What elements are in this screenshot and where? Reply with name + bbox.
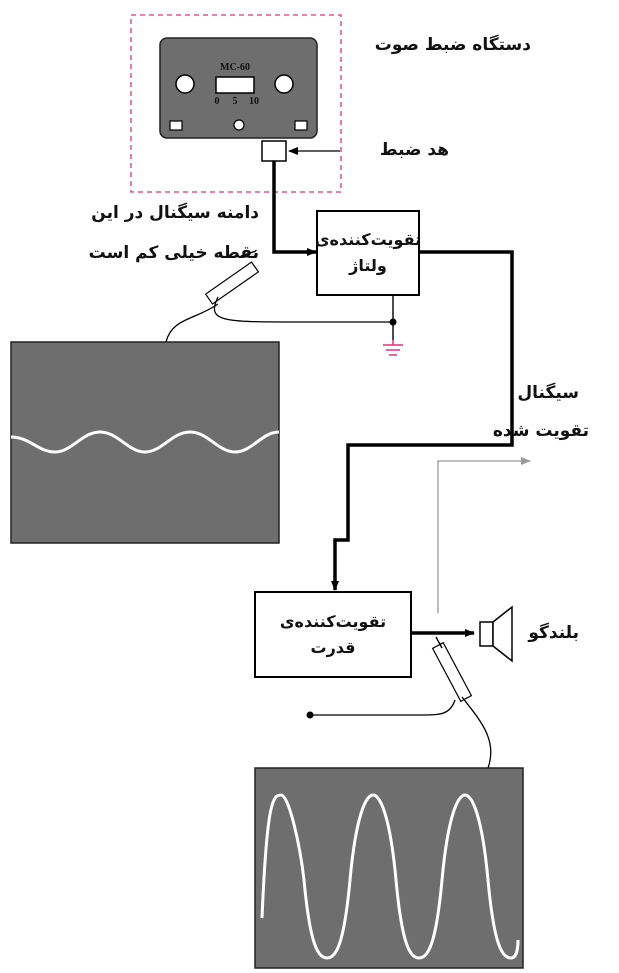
input-note-line2: نقطه خیلی کم است [88, 243, 259, 263]
amplified-note-line2: تقویت شده [492, 421, 589, 441]
voltage-amplifier: تقویت‌کننده‌ی ولتاژ [314, 210, 422, 296]
recorder-title: دستگاه ضبط صوت [374, 35, 531, 55]
oscilloscope-screen-output [254, 767, 524, 969]
input-note-line1: دامنه سیگنال در این [91, 203, 259, 223]
ground-icon [383, 340, 403, 356]
speaker-label: بلندگو [528, 623, 579, 643]
power-amp-line2: قدرت [310, 637, 356, 657]
head-wire [272, 161, 317, 256]
power-amp-line1: تقویت‌کننده‌ی [279, 611, 387, 631]
oscilloscope-screen-input [10, 341, 280, 544]
speaker-icon [479, 605, 513, 663]
record-head [261, 140, 287, 162]
cassette-scale-0: 0 [214, 96, 220, 107]
cassette-scale-5: 5 [232, 96, 238, 107]
cassette-recorder [159, 37, 318, 139]
amplified-note-line1: سیگنال [517, 383, 579, 403]
amplified-pointer [437, 457, 531, 613]
cassette-model: MC-60 [220, 62, 250, 73]
amplified-signal-wire [331, 250, 514, 591]
voltage-amp-line1: تقویت‌کننده‌ی [314, 230, 422, 250]
large-wave [260, 793, 520, 960]
power-amplifier: تقویت‌کننده‌ی قدرت [254, 591, 412, 678]
probe-output [306, 636, 492, 769]
cassette-scale-10: 10 [249, 96, 259, 107]
small-wave [10, 430, 280, 454]
head-label: هد ضبط [379, 140, 449, 160]
voltage-amp-line2: ولتاژ [349, 256, 387, 275]
recorder-frame [130, 14, 342, 193]
